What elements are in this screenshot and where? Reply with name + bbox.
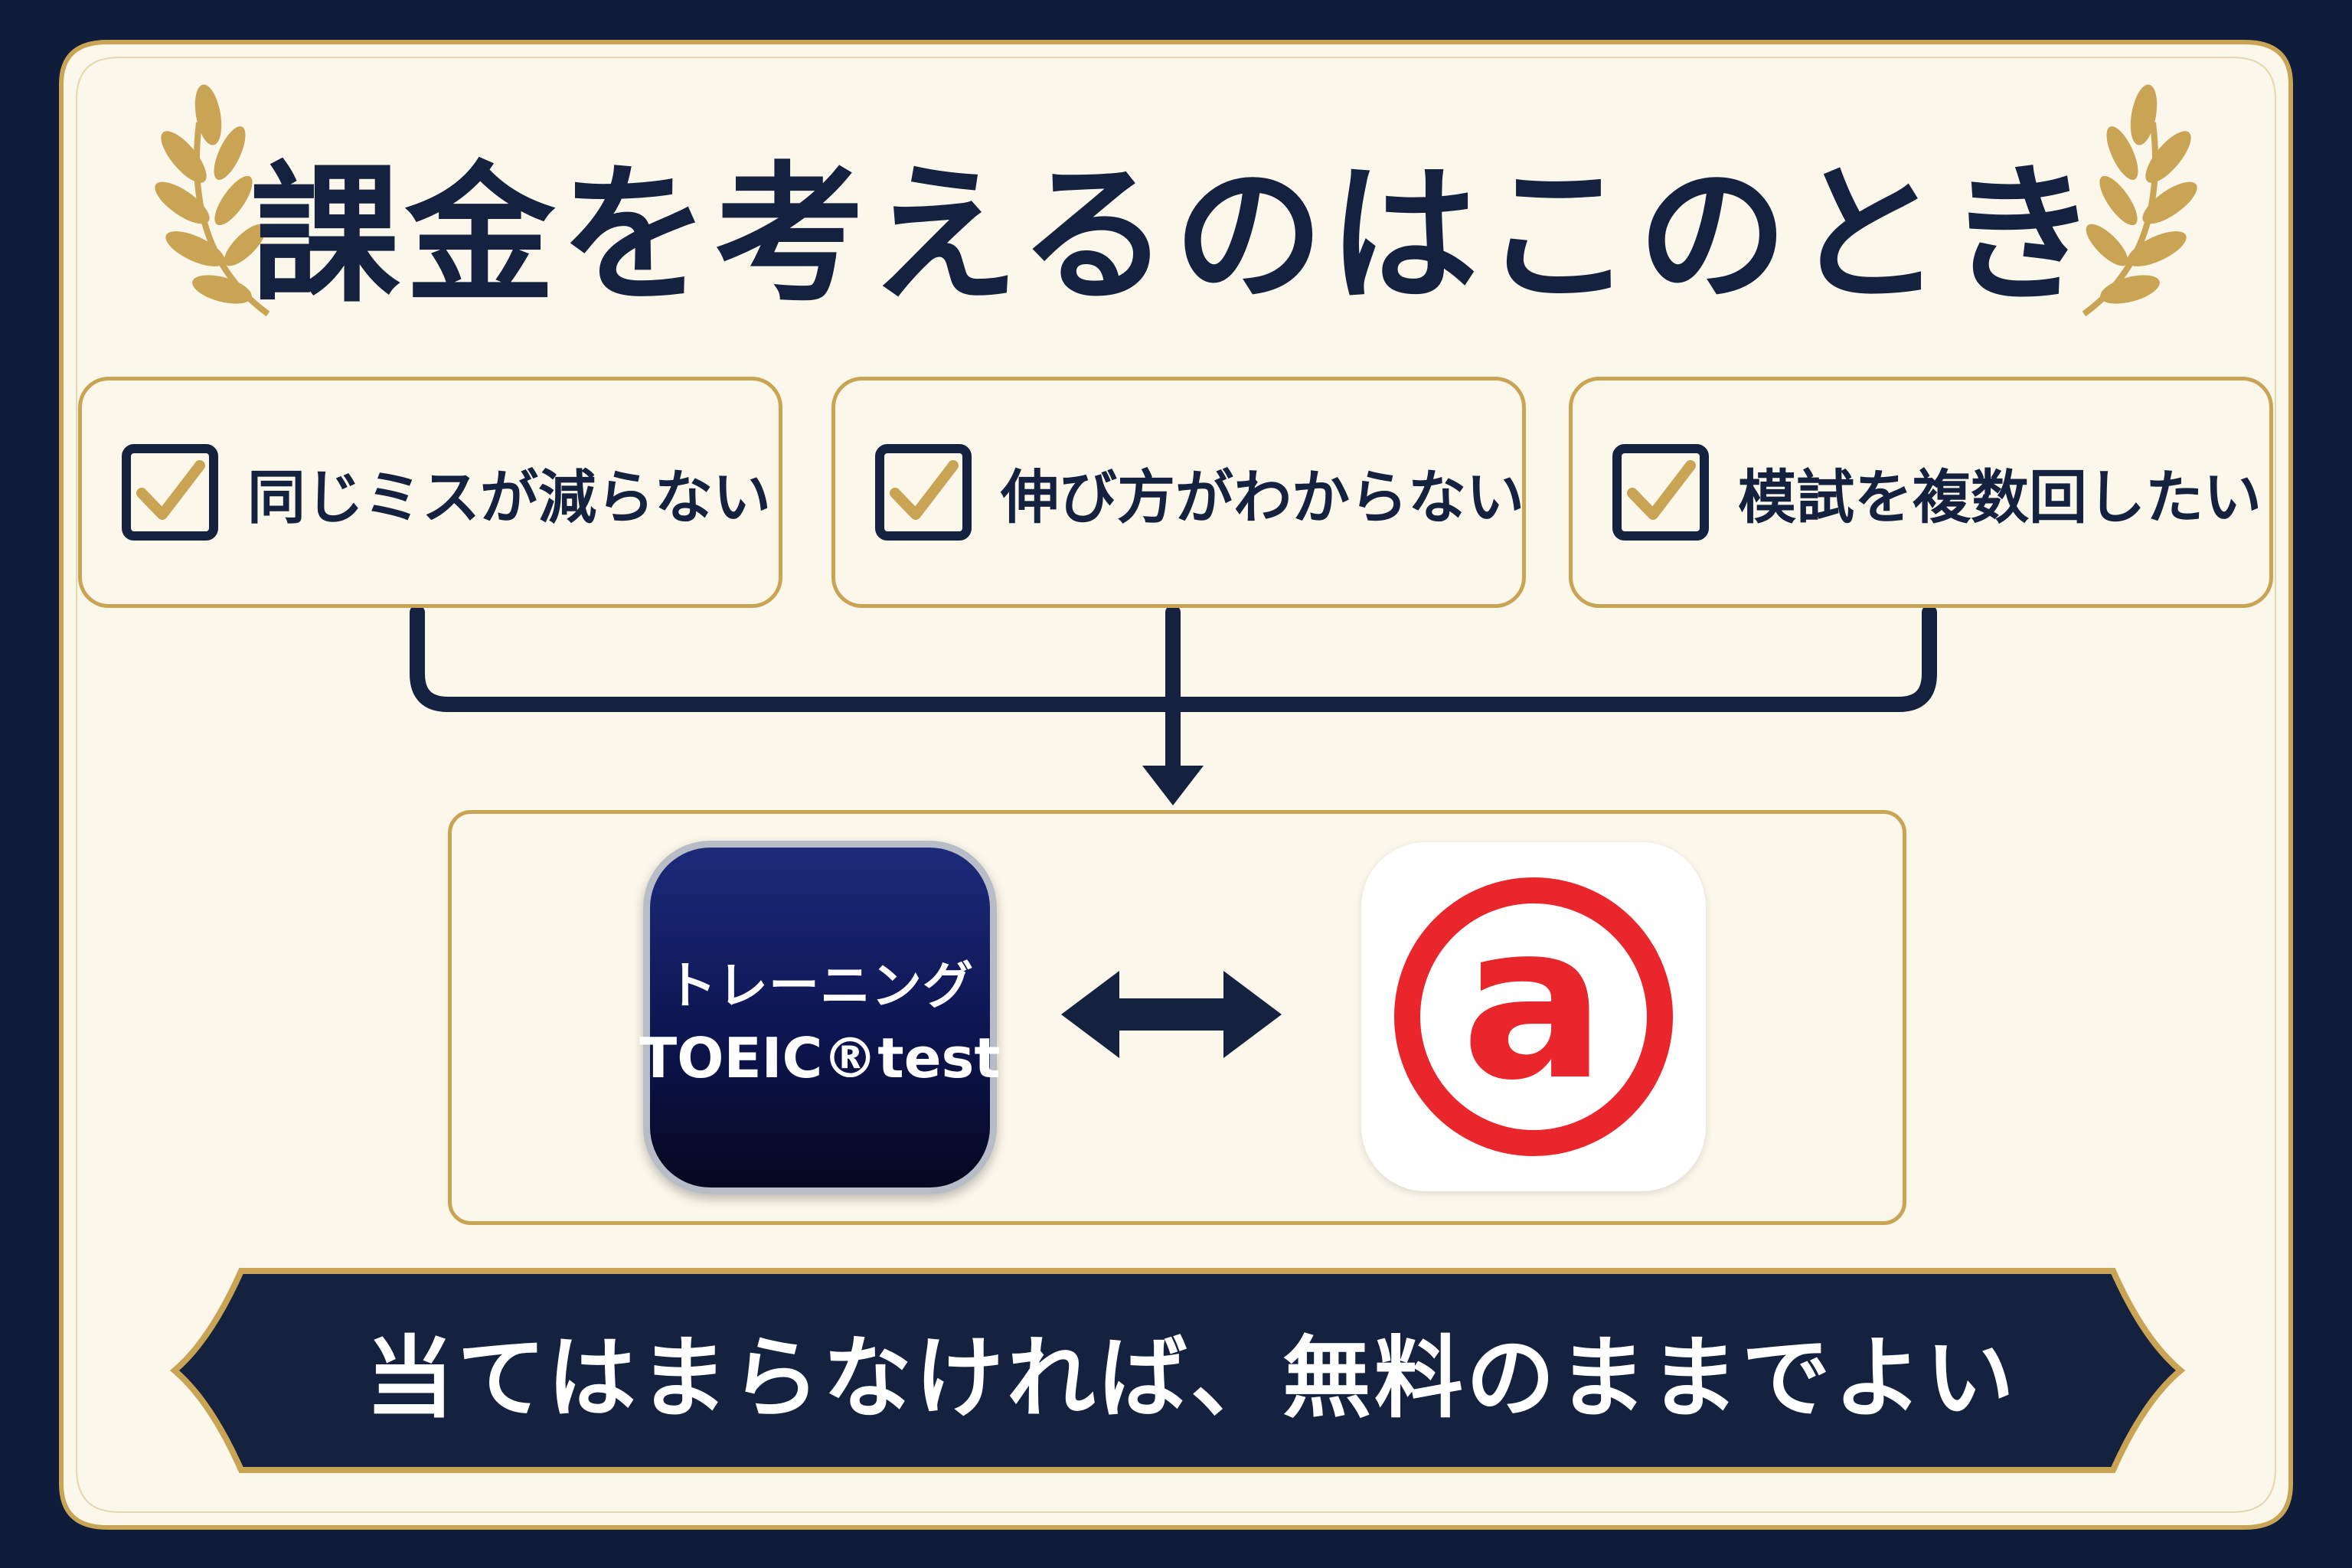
condition-card-3: 模試を複数回したい xyxy=(1569,377,2273,608)
condition-label: 模試を複数回したい xyxy=(1738,463,2262,531)
app-name-line1: トレーニング xyxy=(666,956,974,1015)
condition-label: 伸び方がわからない xyxy=(1001,463,1524,531)
condition-card-1: 同じミスが減らない xyxy=(78,377,782,608)
a-logo-icon: a xyxy=(1394,877,1673,1156)
checkbox-checked-icon xyxy=(1611,443,1710,542)
down-arrow-icon xyxy=(1142,766,1204,805)
conclusion-text: 当てはまらなければ、無料のままでよい xyxy=(365,1327,2017,1430)
toeic-training-app-icon: トレーニング TOEIC®test xyxy=(639,841,1001,1194)
conclusion-banner xyxy=(169,1268,2186,1473)
bidirectional-arrow-icon xyxy=(1061,971,1282,1058)
laurel-left-icon xyxy=(155,84,270,317)
condition-label: 同じミスが減らない xyxy=(247,463,771,531)
connector-lines xyxy=(410,605,1937,773)
page-title: 課金を考えるのはこのとき xyxy=(250,148,2102,323)
checkbox-checked-icon xyxy=(874,443,973,542)
checkbox-checked-icon xyxy=(120,443,220,542)
condition-card-2: 伸び方がわからない xyxy=(831,377,1526,608)
a-logo-app-icon: a xyxy=(1361,842,1706,1191)
a-logo-glyph: a xyxy=(1462,878,1606,1128)
inner-border xyxy=(76,57,2276,1513)
laurel-right-icon xyxy=(2082,84,2197,317)
app-name-line2: TOEIC®test xyxy=(639,1026,1001,1090)
